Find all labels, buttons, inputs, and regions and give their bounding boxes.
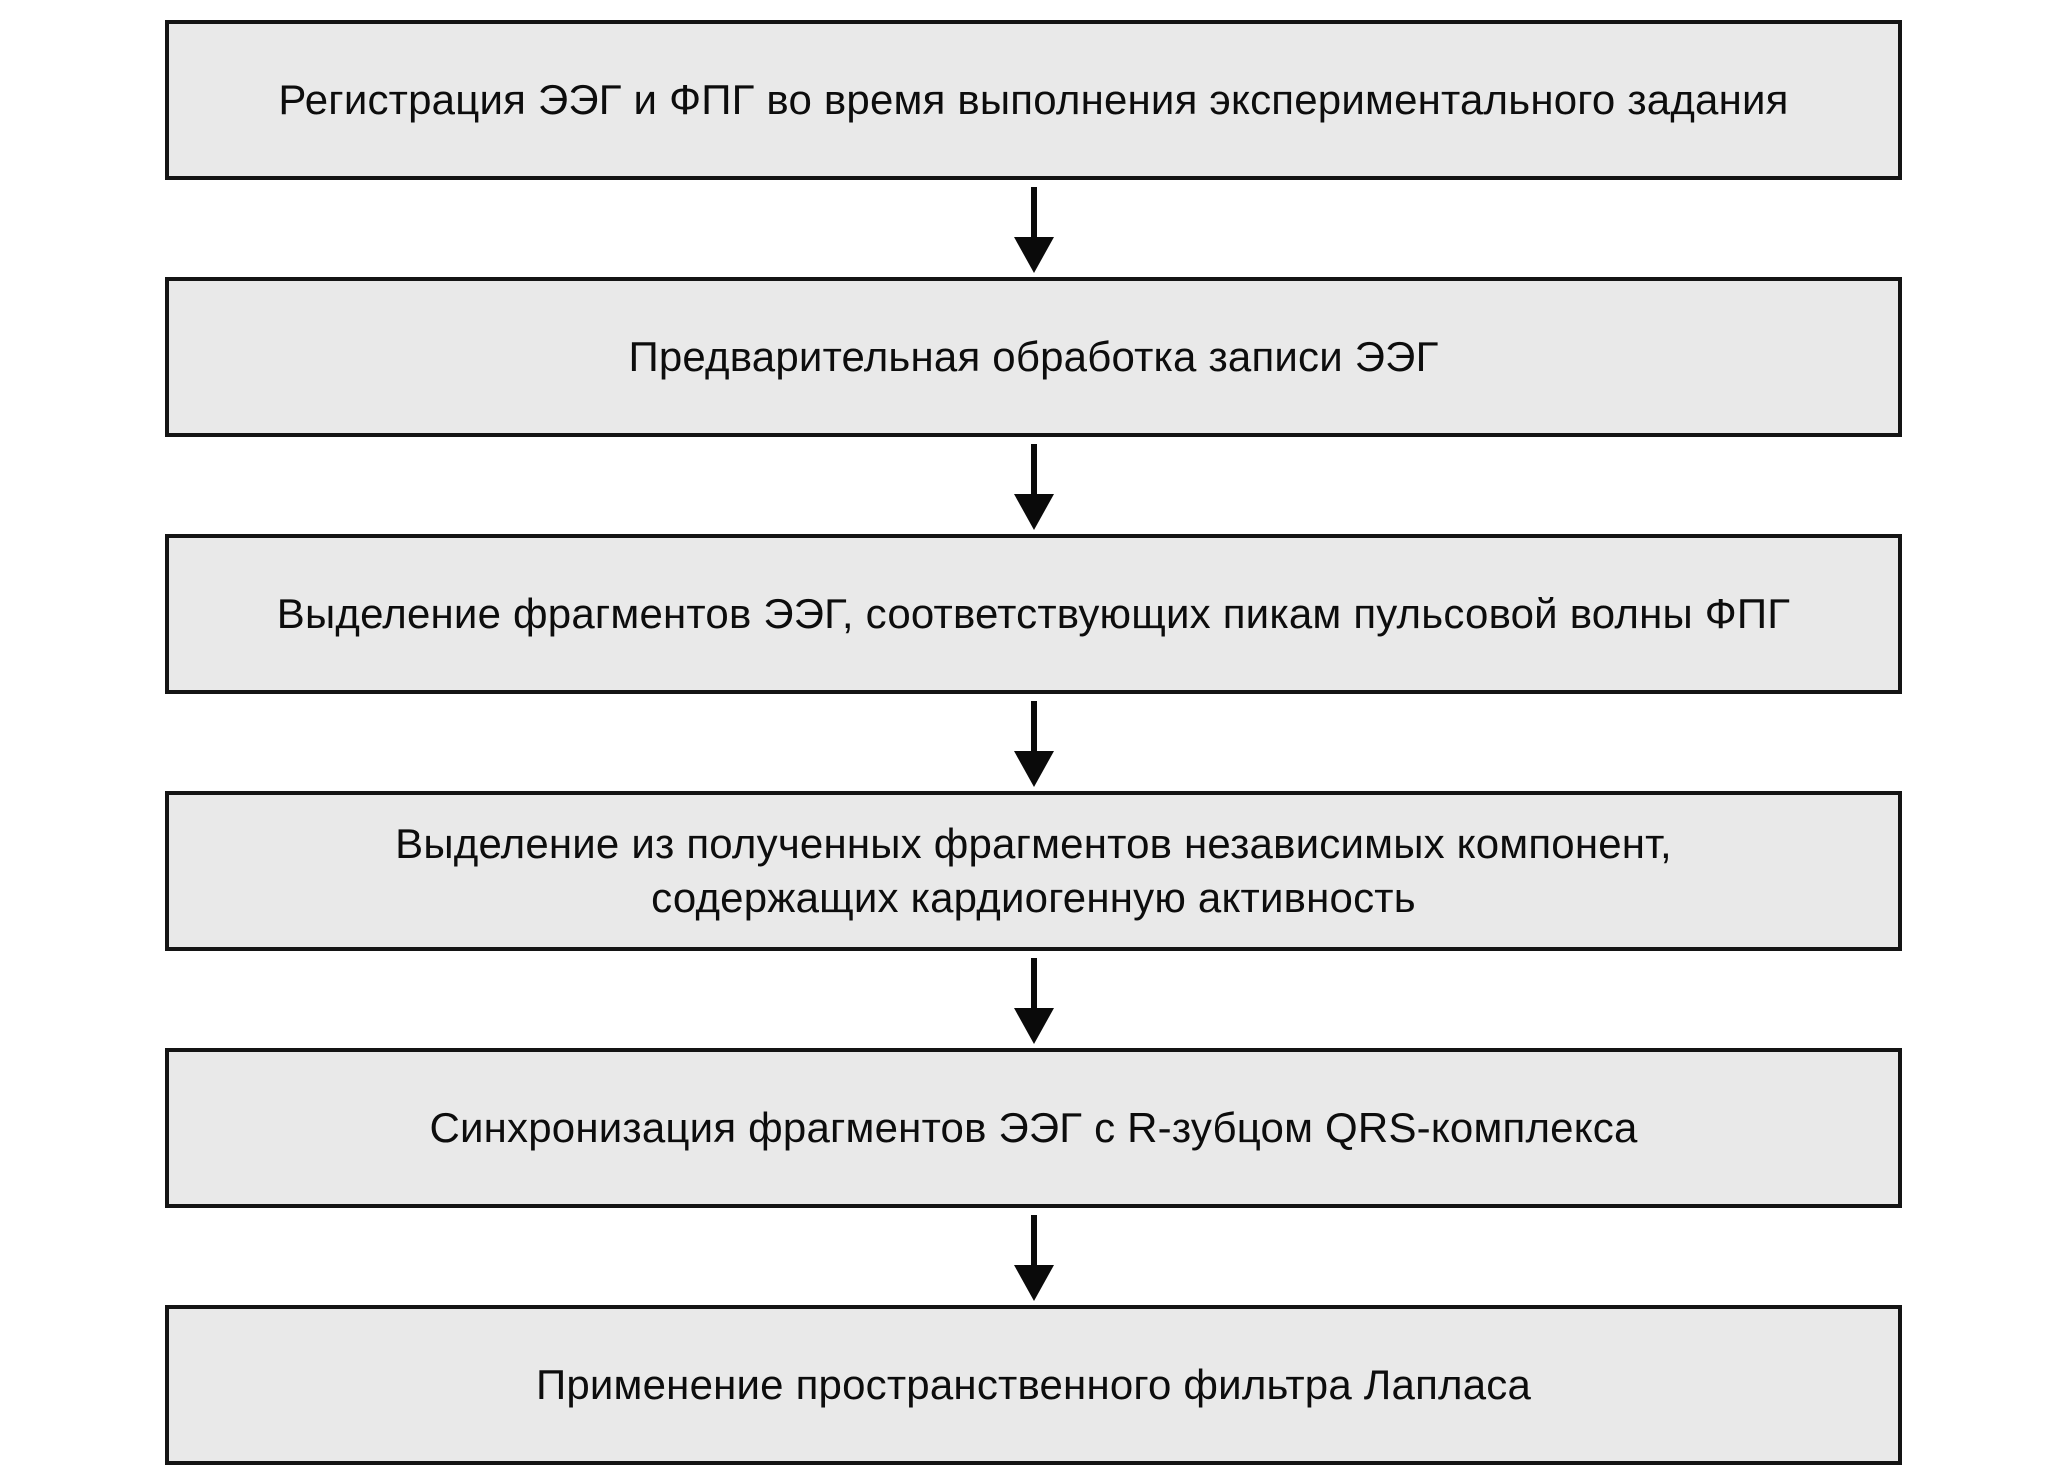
arrow-stem <box>1030 1215 1037 1265</box>
arrow-down-icon <box>1013 694 1054 791</box>
arrow-head <box>1013 1008 1054 1044</box>
flow-step-3-label: Выделение фрагментов ЭЭГ, соответствующи… <box>276 590 1791 638</box>
flow-step-2-label: Предварительная обработка записи ЭЭГ <box>628 333 1439 381</box>
arrow-stem <box>1030 701 1037 751</box>
flow-step-1: Регистрация ЭЭГ и ФПГ во время выполнени… <box>165 20 1902 180</box>
arrow-down-icon <box>1013 437 1054 534</box>
arrow-down-icon <box>1013 951 1054 1048</box>
flow-step-5-label: Синхронизация фрагментов ЭЭГ с R-зубцом … <box>429 1104 1638 1152</box>
flow-step-2: Предварительная обработка записи ЭЭГ <box>165 277 1902 437</box>
arrow-head <box>1013 751 1054 787</box>
flow-step-6: Применение пространственного фильтра Лап… <box>165 1305 1902 1465</box>
flow-step-3: Выделение фрагментов ЭЭГ, соответствующи… <box>165 534 1902 694</box>
flow-step-6-label: Применение пространственного фильтра Лап… <box>535 1361 1532 1409</box>
arrow-stem <box>1030 958 1037 1008</box>
arrow-stem <box>1030 444 1037 494</box>
flow-step-5: Синхронизация фрагментов ЭЭГ с R-зубцом … <box>165 1048 1902 1208</box>
arrow-down-icon <box>1013 180 1054 277</box>
arrow-head <box>1013 237 1054 273</box>
arrow-head <box>1013 494 1054 530</box>
flow-step-4-label: Выделение из полученных фрагментов незав… <box>395 820 1672 921</box>
arrow-down-icon <box>1013 1208 1054 1305</box>
flow-step-4: Выделение из полученных фрагментов незав… <box>165 791 1902 951</box>
arrow-head <box>1013 1265 1054 1301</box>
flowchart: Регистрация ЭЭГ и ФПГ во время выполнени… <box>165 20 1902 1465</box>
arrow-stem <box>1030 187 1037 237</box>
flow-step-1-label: Регистрация ЭЭГ и ФПГ во время выполнени… <box>278 76 1789 124</box>
